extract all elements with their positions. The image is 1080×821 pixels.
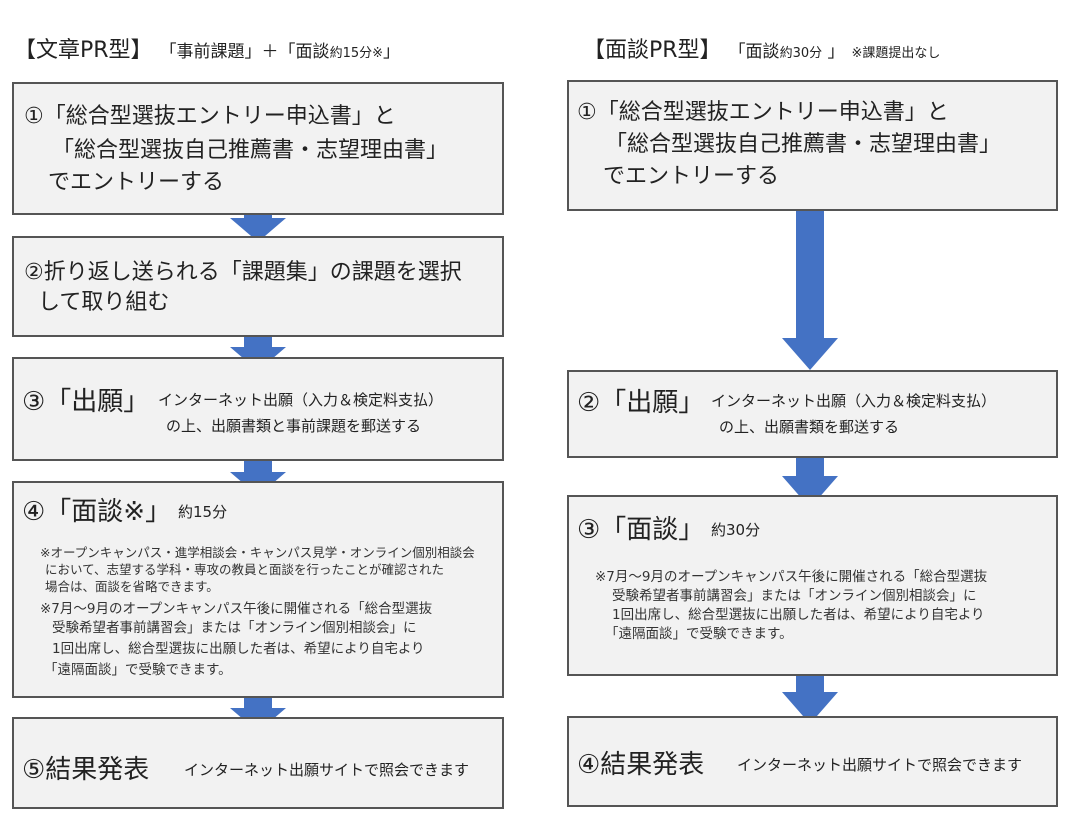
- step-duration: 約15分: [178, 503, 228, 521]
- step-title: ④結果発表: [577, 750, 705, 780]
- note-text: 受験希望者事前講習会」または「オンライン個別相談会」に: [52, 620, 417, 636]
- step-detail: インターネット出願サイトで照会できます: [184, 761, 470, 779]
- step-text: 「総合型選抜自己推薦書・志望理由書」: [605, 132, 1002, 157]
- step-text: ①「総合型選抜エントリー申込書」と: [577, 100, 949, 125]
- left-step-3: ③「出願」 インターネット出願（入力＆検定料支払） の上、出願書類と事前課題を郵…: [12, 357, 504, 461]
- note-text: 1回出席し、総合型選抜に出願した者は、希望により自宅より: [612, 607, 985, 623]
- arrow-down-icon: [230, 450, 286, 496]
- note-text: ※オープンキャンパス・進学相談会・キャンパス見学・オンライン個別相談会: [40, 545, 475, 560]
- arrow-down-icon: [782, 446, 838, 508]
- step-text: ①「総合型選抜エントリー申込書」と: [24, 104, 396, 129]
- note-text: 「遠隔面談」で受験できます。: [44, 662, 232, 678]
- step-text: 「総合型選抜自己推薦書・志望理由書」: [52, 138, 449, 163]
- note-text: 受験希望者事前講習会」または「オンライン個別相談会」に: [612, 588, 977, 604]
- arrow-down-icon: [782, 198, 838, 370]
- step-detail: インターネット出願（入力＆検定料支払）: [711, 392, 997, 410]
- left-subtitle: 「事前課題」＋「面談約15分※」: [159, 42, 400, 62]
- right-step-3: ③「面談」 約30分 ※7月～9月のオープンキャンパス午後に開催される「総合型選…: [567, 495, 1058, 676]
- left-header: 【文章PR型】 「事前課題」＋「面談約15分※」: [14, 32, 400, 64]
- right-subtitle-note: ※課題提出なし: [851, 46, 941, 61]
- right-title: 【面談PR型】: [583, 38, 722, 63]
- note-text: 場合は、面談を省略できます。: [45, 579, 219, 594]
- right-step-2: ②「出願」 インターネット出願（入力＆検定料支払） の上、出願書類を郵送する: [567, 370, 1058, 458]
- note-text: ※7月～9月のオープンキャンパス午後に開催される「総合型選抜: [595, 569, 988, 585]
- note-text: ※7月～9月のオープンキャンパス午後に開催される「総合型選抜: [40, 601, 433, 617]
- step-detail: インターネット出願サイトで照会できます: [737, 756, 1023, 774]
- left-step-5: ⑤結果発表 インターネット出願サイトで照会できます: [12, 717, 504, 809]
- step-title: ③「出願」: [22, 387, 150, 417]
- step-detail: の上、出願書類と事前課題を郵送する: [166, 417, 422, 435]
- left-title: 【文章PR型】: [14, 38, 153, 63]
- step-detail: の上、出願書類を郵送する: [719, 418, 900, 436]
- right-step-4: ④結果発表 インターネット出願サイトで照会できます: [567, 716, 1058, 807]
- step-title: ②「出願」: [577, 388, 705, 418]
- left-step-2: ②折り返し送られる「課題集」の課題を選択 して取り組む: [12, 236, 504, 337]
- step-title: ⑤結果発表: [22, 755, 150, 785]
- note-text: 「遠隔面談」で受験できます。: [605, 626, 793, 642]
- step-title: ④「面談※」: [22, 497, 172, 527]
- step-text: ②折り返し送られる「課題集」の課題を選択: [24, 260, 462, 285]
- right-step-1: ①「総合型選抜エントリー申込書」と 「総合型選抜自己推薦書・志望理由書」 でエン…: [567, 80, 1058, 211]
- note-text: において、志望する学科・専攻の教員と面談を行ったことが確認された: [45, 562, 445, 577]
- step-title: ③「面談」: [577, 515, 705, 545]
- step-duration: 約30分: [711, 521, 761, 539]
- step-text: して取り組む: [38, 290, 170, 315]
- step-detail: インターネット出願（入力＆検定料支払）: [158, 391, 444, 409]
- right-subtitle: 「面談約30分 」: [728, 42, 845, 62]
- note-text: 1回出席し、総合型選抜に出願した者は、希望により自宅より: [52, 641, 425, 657]
- left-step-1: ①「総合型選抜エントリー申込書」と 「総合型選抜自己推薦書・志望理由書」 でエン…: [12, 82, 504, 215]
- step-text: でエントリーする: [603, 164, 780, 189]
- left-step-4: ④「面談※」 約15分 ※オープンキャンパス・進学相談会・キャンパス見学・オンラ…: [12, 481, 504, 698]
- right-header: 【面談PR型】 「面談約30分 」 ※課題提出なし: [583, 32, 940, 64]
- arrow-down-icon: [782, 662, 838, 724]
- step-text: でエントリーする: [48, 170, 225, 195]
